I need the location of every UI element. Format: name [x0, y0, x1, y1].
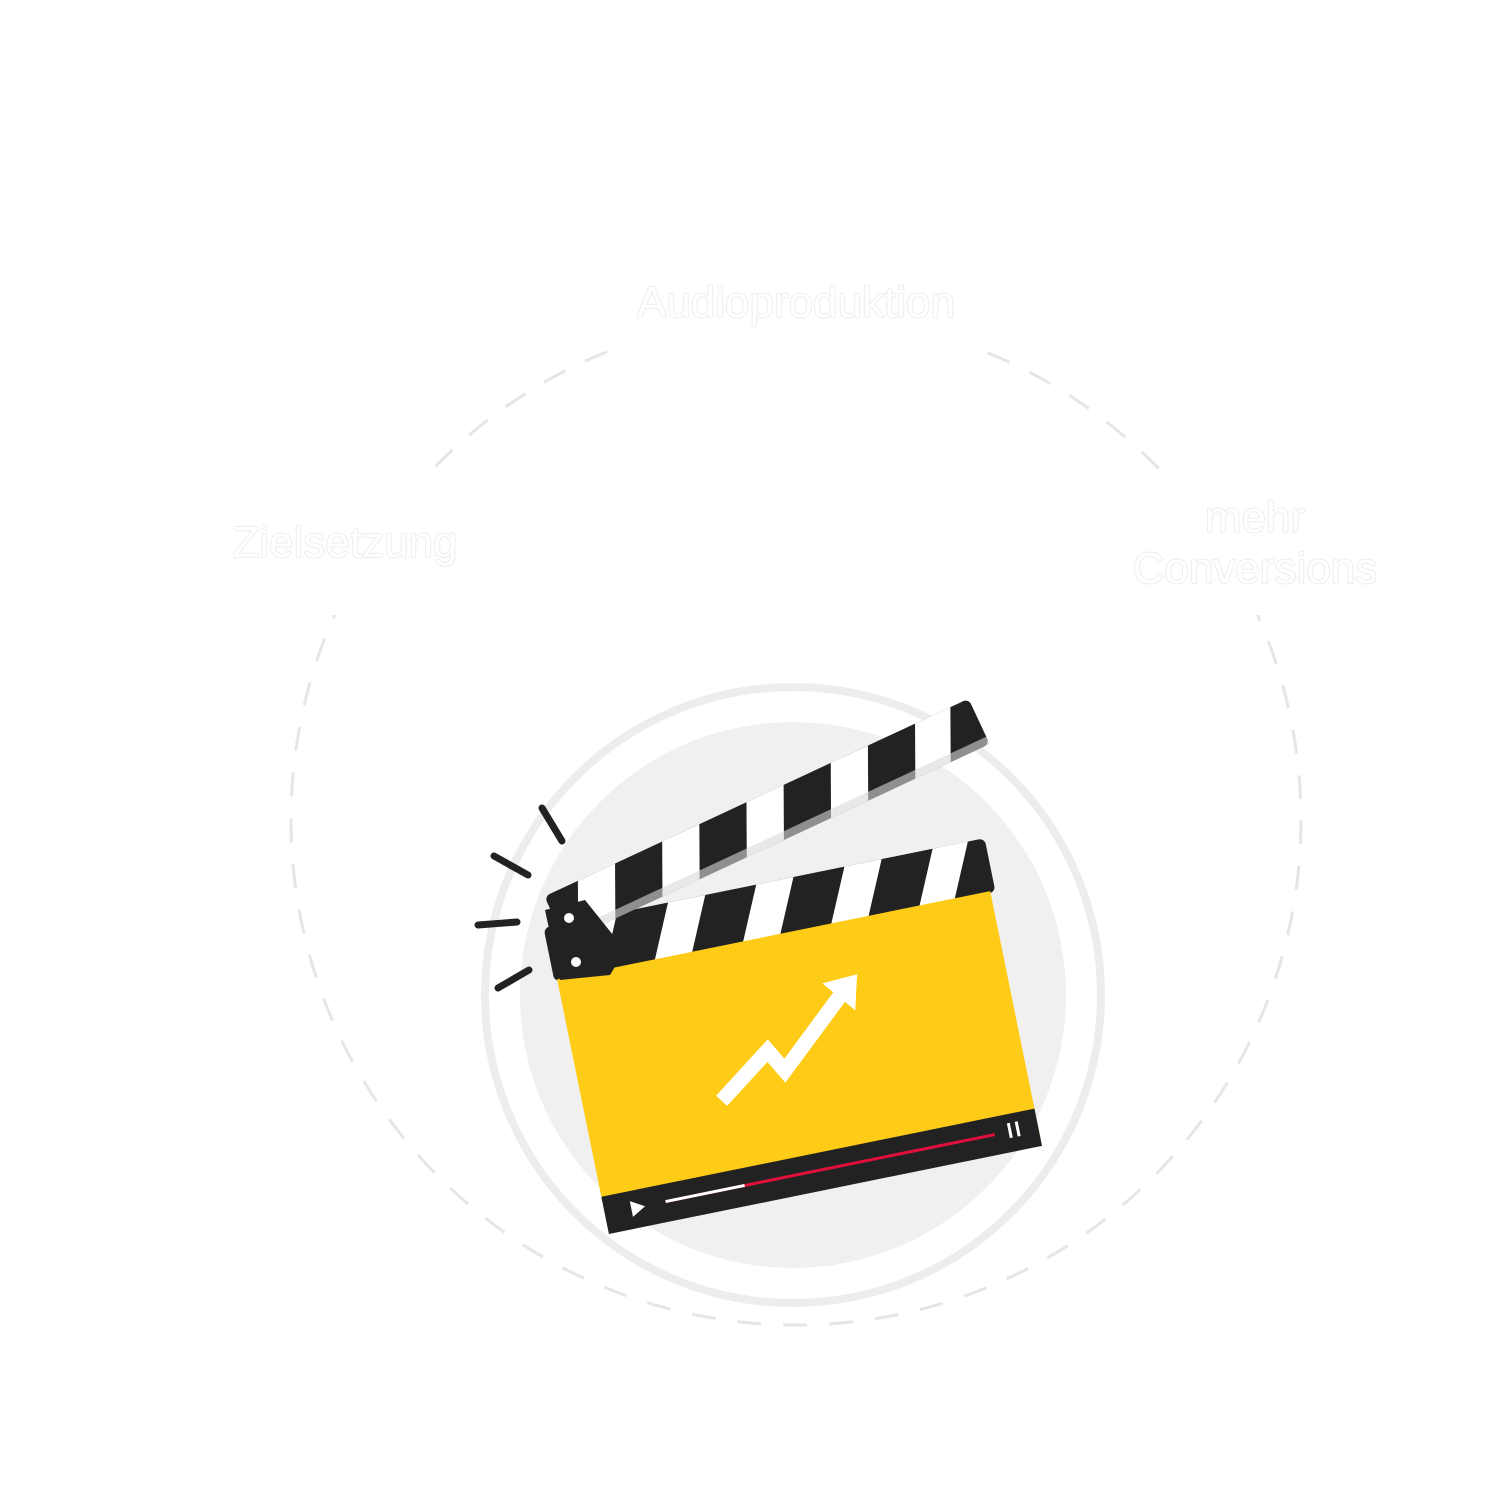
- label-gap-left: [185, 470, 505, 615]
- step-label-mehr-conversions: mehr Conversions: [1132, 492, 1378, 593]
- step-label-audioproduktion: Audioproduktion: [636, 277, 955, 327]
- clapper-hinge: [545, 900, 625, 980]
- trend-arrow-icon: [716, 974, 858, 1106]
- step-label-zielsetzung: Zielsetzung: [232, 517, 458, 567]
- progress-track: [665, 1133, 996, 1204]
- dashed-cycle-circle: [289, 313, 1303, 1327]
- play-icon: [629, 1201, 646, 1217]
- progress-fill: [665, 1183, 745, 1204]
- label-gap-right: [1090, 470, 1430, 615]
- clap-motion-lines: [474, 804, 566, 992]
- pause-icon: [1006, 1121, 1021, 1139]
- clapper-stick: [546, 700, 990, 942]
- label-gap-top: [565, 270, 1030, 350]
